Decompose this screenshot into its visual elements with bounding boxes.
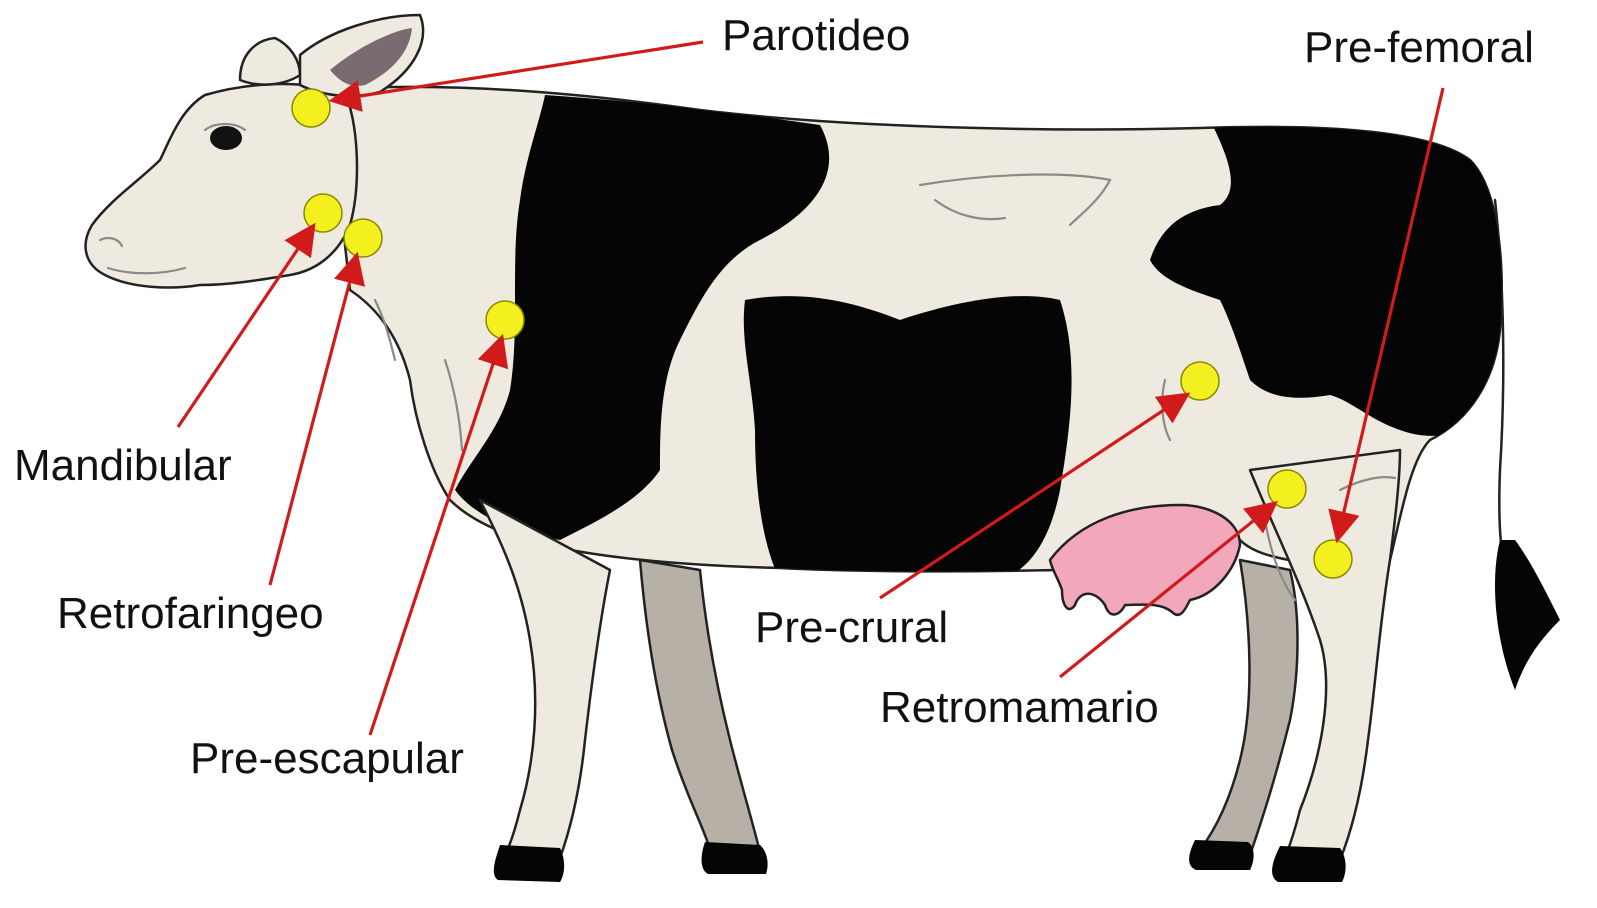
node-retromamario [1268,470,1306,508]
near-hind-hoof [1272,846,1346,882]
label-pre-femoral: Pre-femoral [1304,23,1534,72]
tail-switch [1495,540,1560,690]
cow-ear-back [240,38,300,85]
label-pre-escapular: Pre-escapular [190,734,464,783]
arrow-retrofaringeo [270,258,356,585]
label-pre-crural: Pre-crural [755,603,948,652]
label-mandibular: Mandibular [14,441,232,490]
node-pre-crural [1181,362,1219,400]
label-retrofaringeo: Retrofaringeo [57,589,324,638]
node-parotideo [292,89,330,127]
node-retrofaringeo [344,219,382,257]
node-pre-femoral [1314,540,1352,578]
node-pre-escapular [486,301,524,339]
far-front-leg [640,560,760,852]
node-mandibular [304,194,342,232]
label-retromamario: Retromamario [880,683,1159,732]
far-hind-hoof [1189,840,1254,870]
cow-eye [210,126,242,150]
near-front-hoof [494,845,564,882]
far-front-hoof [702,842,768,874]
label-parotideo: Parotideo [722,11,910,60]
far-hind-leg [1200,560,1298,855]
